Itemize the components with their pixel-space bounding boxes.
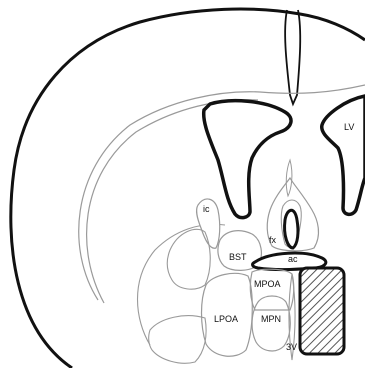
label-fx: fx <box>269 235 277 245</box>
label-lpoa: LPOA <box>214 314 238 324</box>
lateral-ventricle-right <box>322 96 365 214</box>
lateral-ventricle-left <box>204 101 291 218</box>
label-mpoa: MPOA <box>254 279 281 289</box>
label-ac: ac <box>288 254 298 264</box>
hatched-target-region <box>300 268 344 354</box>
label-lv: LV <box>344 122 354 132</box>
midline-fissure <box>285 10 300 104</box>
midline-vessel <box>286 160 292 196</box>
fornix <box>285 210 298 248</box>
label-bst: BST <box>229 252 247 262</box>
label-3v: 3V <box>286 342 297 352</box>
ventral-region <box>149 316 206 364</box>
label-mpn: MPN <box>261 314 281 324</box>
lateral-region <box>167 229 210 289</box>
label-ic: ic <box>203 204 210 214</box>
